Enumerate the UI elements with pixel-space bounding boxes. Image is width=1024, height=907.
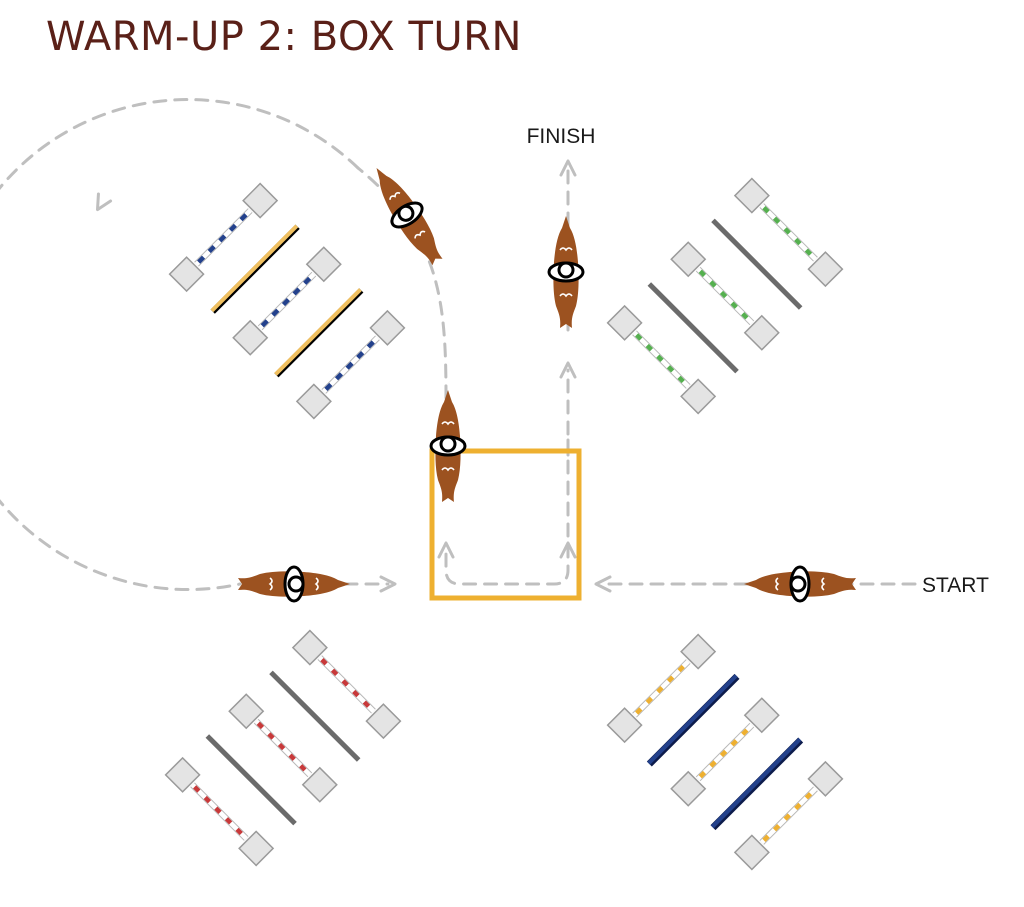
route-path <box>0 98 917 592</box>
pole-set-bottom-left <box>164 629 402 867</box>
raised-pole <box>734 761 844 871</box>
horse-rider-box-icon <box>429 388 467 504</box>
horse-rider-turn-icon <box>360 157 454 273</box>
horse-rider-start-icon <box>742 565 858 603</box>
raised-pole <box>606 633 716 743</box>
turn-box <box>429 448 582 601</box>
raised-pole <box>670 241 780 351</box>
raised-pole <box>606 305 716 415</box>
horse-rider-finish-icon <box>547 214 585 330</box>
raised-pole <box>670 697 780 807</box>
raised-pole <box>164 757 274 867</box>
raised-pole <box>292 629 402 739</box>
raised-pole <box>168 182 278 292</box>
pole-set-bottom-right <box>606 633 844 871</box>
ground-pole <box>269 670 361 762</box>
pole-set-top-left <box>168 182 406 420</box>
arrow-icon <box>89 192 113 215</box>
raised-pole <box>228 693 338 803</box>
route-arrows <box>89 159 612 593</box>
pole-set-top-right <box>606 177 844 415</box>
raised-pole <box>734 177 844 287</box>
raised-pole <box>296 310 406 420</box>
page-title: WARM-UP 2: BOX TURN <box>46 14 522 60</box>
raised-pole <box>232 246 342 356</box>
start-label: START <box>922 574 989 597</box>
ground-pole <box>711 218 803 310</box>
ground-pole <box>205 734 297 826</box>
finish-label: FINISH <box>527 125 596 148</box>
ground-pole <box>647 282 739 374</box>
horse-rider-approach-icon <box>236 565 352 603</box>
